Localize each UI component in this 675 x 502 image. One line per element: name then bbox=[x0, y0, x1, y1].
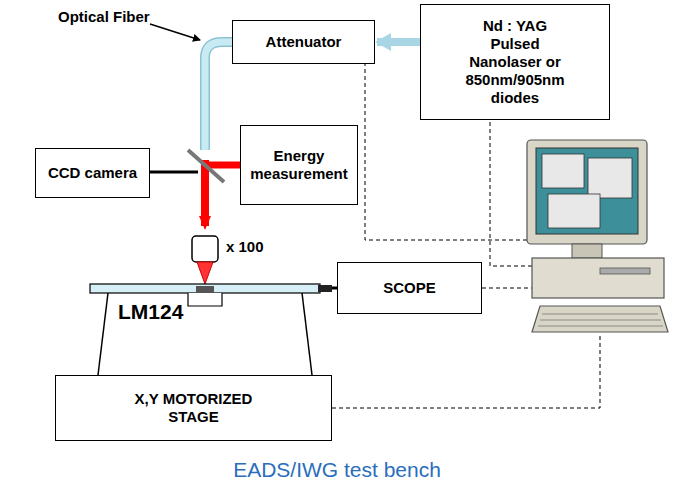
box-text: SCOPE bbox=[383, 279, 436, 297]
objective-lens bbox=[192, 236, 218, 262]
control-wire bbox=[332, 334, 600, 408]
beam-connector bbox=[377, 38, 420, 46]
box-text: CCD camera bbox=[48, 164, 137, 182]
board-support bbox=[302, 293, 312, 375]
scope-box: SCOPE bbox=[337, 262, 482, 314]
control-wire bbox=[490, 122, 532, 266]
process-box: Attenuator bbox=[232, 20, 375, 64]
monitor-stand bbox=[572, 244, 602, 258]
measurement-box: Energy measurement bbox=[240, 125, 358, 205]
screen-window bbox=[542, 154, 584, 188]
leader-arrow bbox=[150, 24, 200, 40]
control-wire bbox=[482, 288, 532, 289]
laser-source-box: Nd : YAG Pulsed Nanolaser or 850nm/905nm… bbox=[420, 4, 610, 120]
monitor-screen bbox=[536, 148, 638, 234]
magnification-label: x 100 bbox=[226, 238, 264, 255]
keyboard bbox=[532, 306, 668, 332]
computer-illustration bbox=[527, 140, 668, 332]
device-label: LM124 bbox=[118, 300, 183, 324]
optical-fiber bbox=[205, 42, 232, 150]
board-connector bbox=[318, 285, 332, 292]
part-label: Optical Fiber bbox=[58, 8, 150, 25]
stage-box: X,Y MOTORIZED STAGE bbox=[55, 375, 332, 441]
box-text: X,Y MOTORIZED STAGE bbox=[119, 390, 269, 426]
box-text: Energy measurement bbox=[249, 147, 349, 183]
board-support bbox=[98, 293, 108, 375]
screen-window bbox=[548, 194, 600, 228]
chip bbox=[196, 286, 214, 293]
beam-splitter bbox=[188, 150, 224, 182]
disk-drive bbox=[600, 268, 650, 274]
screen-window bbox=[588, 158, 632, 198]
computer-case bbox=[532, 258, 664, 298]
camera-box: CCD camera bbox=[35, 148, 150, 198]
box-text: Nd : YAG Pulsed Nanolaser or 850nm/905nm… bbox=[460, 17, 570, 107]
box-text: Attenuator bbox=[266, 33, 342, 51]
test-board bbox=[90, 284, 320, 293]
chip-socket bbox=[188, 293, 222, 306]
monitor-frame bbox=[527, 140, 647, 244]
focused-beam bbox=[197, 262, 213, 284]
figure-caption: EADS/IWG test bench bbox=[233, 458, 441, 482]
keyboard-keys bbox=[538, 314, 663, 326]
camera-link bbox=[150, 171, 198, 174]
optical-fiber-outline bbox=[205, 42, 232, 150]
